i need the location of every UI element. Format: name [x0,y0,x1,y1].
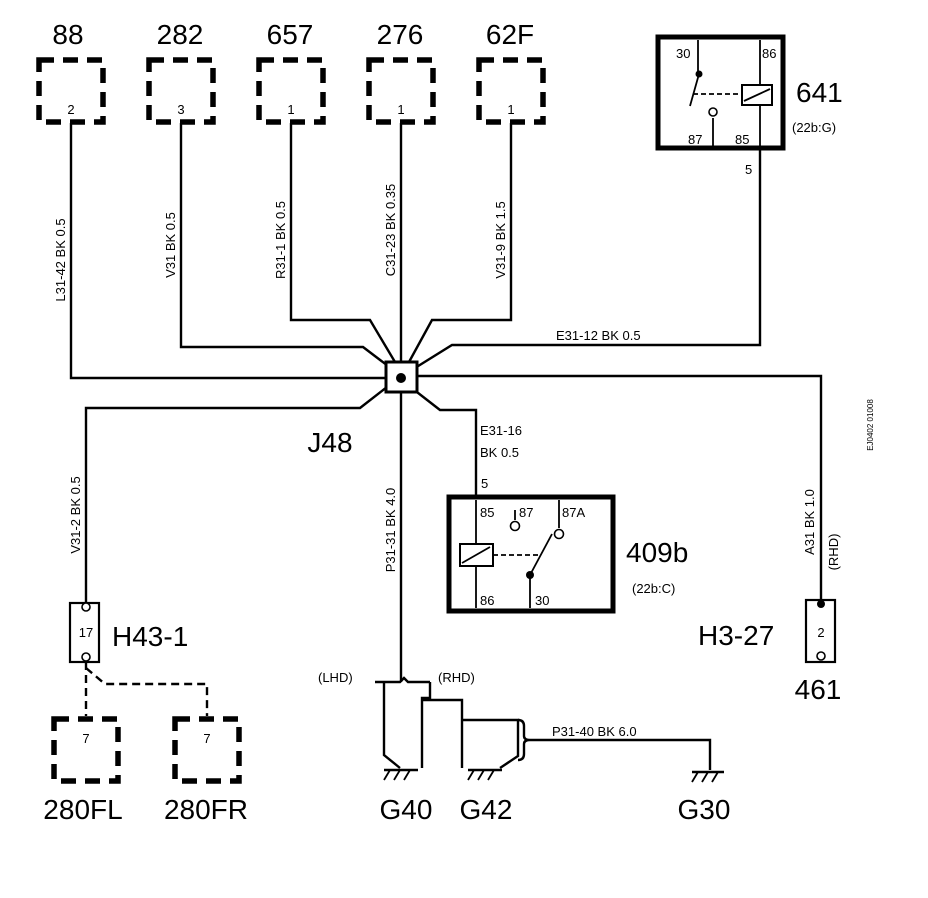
connector-276-box [366,57,436,125]
ground-g40-label: G40 [380,794,433,825]
ground-g40-icon [383,768,418,781]
connector-88-label: 88 [52,19,83,50]
relay-409b-pin-86: 86 [480,593,494,608]
ground-branch [375,676,712,770]
variant-rhd: (RHD) [438,670,475,685]
relay-641-pin-87: 87 [688,132,702,147]
relay-641-out-pin: 5 [745,162,752,177]
relay-641-pin-30: 30 [676,46,690,61]
connector-282-pin: 3 [177,102,184,117]
relay-409b-pin-87: 87 [519,505,533,520]
connector-62f-box [476,57,546,125]
connector-62f-label: 62F [486,19,534,50]
ground-g42-icon [467,768,502,781]
h3-27-label: H3-27 [698,620,774,651]
wire-label-e31-16: E31-16 [480,423,522,438]
ground-wire-network [69,123,823,682]
wire-label-v31: V31 BK 0.5 [163,212,178,278]
relay-641-pin-85: 85 [735,132,749,147]
connector-62f-pin: 1 [507,102,514,117]
splice-label: J48 [307,427,352,458]
connector-h43-1 [68,601,101,664]
h3-27-pin: 2 [817,625,824,640]
relay-409b-pin-87a: 87A [562,505,585,520]
h43-1-label: H43-1 [112,621,188,652]
wire-label-e31-12: E31-12 BK 0.5 [556,328,641,343]
connector-657-box [256,57,326,125]
wire-label-r31-1: R31-1 BK 0.5 [273,201,288,279]
relay-641-pin-86: 86 [762,46,776,61]
wire-label-c31-23: C31-23 BK 0.35 [383,184,398,277]
connector-88-pin: 2 [67,102,74,117]
relay-641 [655,34,786,151]
connector-h3-27 [804,598,837,664]
relay-409b-pin-85: 85 [480,505,494,520]
connector-276-pin: 1 [397,102,404,117]
connector-280fr-box [172,716,242,784]
drawing-code: EJ0402 01008 [866,399,875,451]
wire-label-a31: A31 BK 1.0 [802,489,817,555]
connector-276-label: 276 [377,19,424,50]
wire-label-a31-rhd: (RHD) [826,534,841,571]
connector-657-pin: 1 [287,102,294,117]
wire-label-e31-16-spec: BK 0.5 [480,445,519,460]
relay-641-label: 641 [796,77,843,108]
variant-lhd: (LHD) [318,670,353,685]
wire-label-l31-42: L31-42 BK 0.5 [53,218,68,301]
component-461-label: 461 [795,674,842,705]
connector-657-label: 657 [267,19,314,50]
connector-282-label: 282 [157,19,204,50]
connector-280fl-label: 280FL [43,794,122,825]
connector-280fr-pin: 7 [203,731,210,746]
splice-dot [396,373,406,383]
relay-409b-label: 409b [626,537,688,568]
h43-1-pin: 17 [79,625,93,640]
ground-g30-icon [691,770,724,783]
wire-to-280fr [85,667,209,716]
relay-409b-ref: (22b:C) [632,581,675,596]
connector-280fl-box [51,716,121,784]
relay-409b-pin-30: 30 [535,593,549,608]
connector-88-box [36,57,106,125]
wire-label-p31-31: P31-31 BK 4.0 [383,488,398,573]
relay-409b [446,494,616,614]
relay-641-ref: (22b:G) [792,120,836,135]
ground-g30-label: G30 [678,794,731,825]
wire-label-v31-2: V31-2 BK 0.5 [68,476,83,553]
wire-label-v31-9: V31-9 BK 1.5 [493,201,508,278]
connector-280fl-pin: 7 [82,731,89,746]
wire-label-p31-40: P31-40 BK 6.0 [552,724,637,739]
relay-409b-in-pin: 5 [481,476,488,491]
connector-282-box [146,57,216,125]
ground-g42-label: G42 [460,794,513,825]
connector-280fr-label: 280FR [164,794,248,825]
